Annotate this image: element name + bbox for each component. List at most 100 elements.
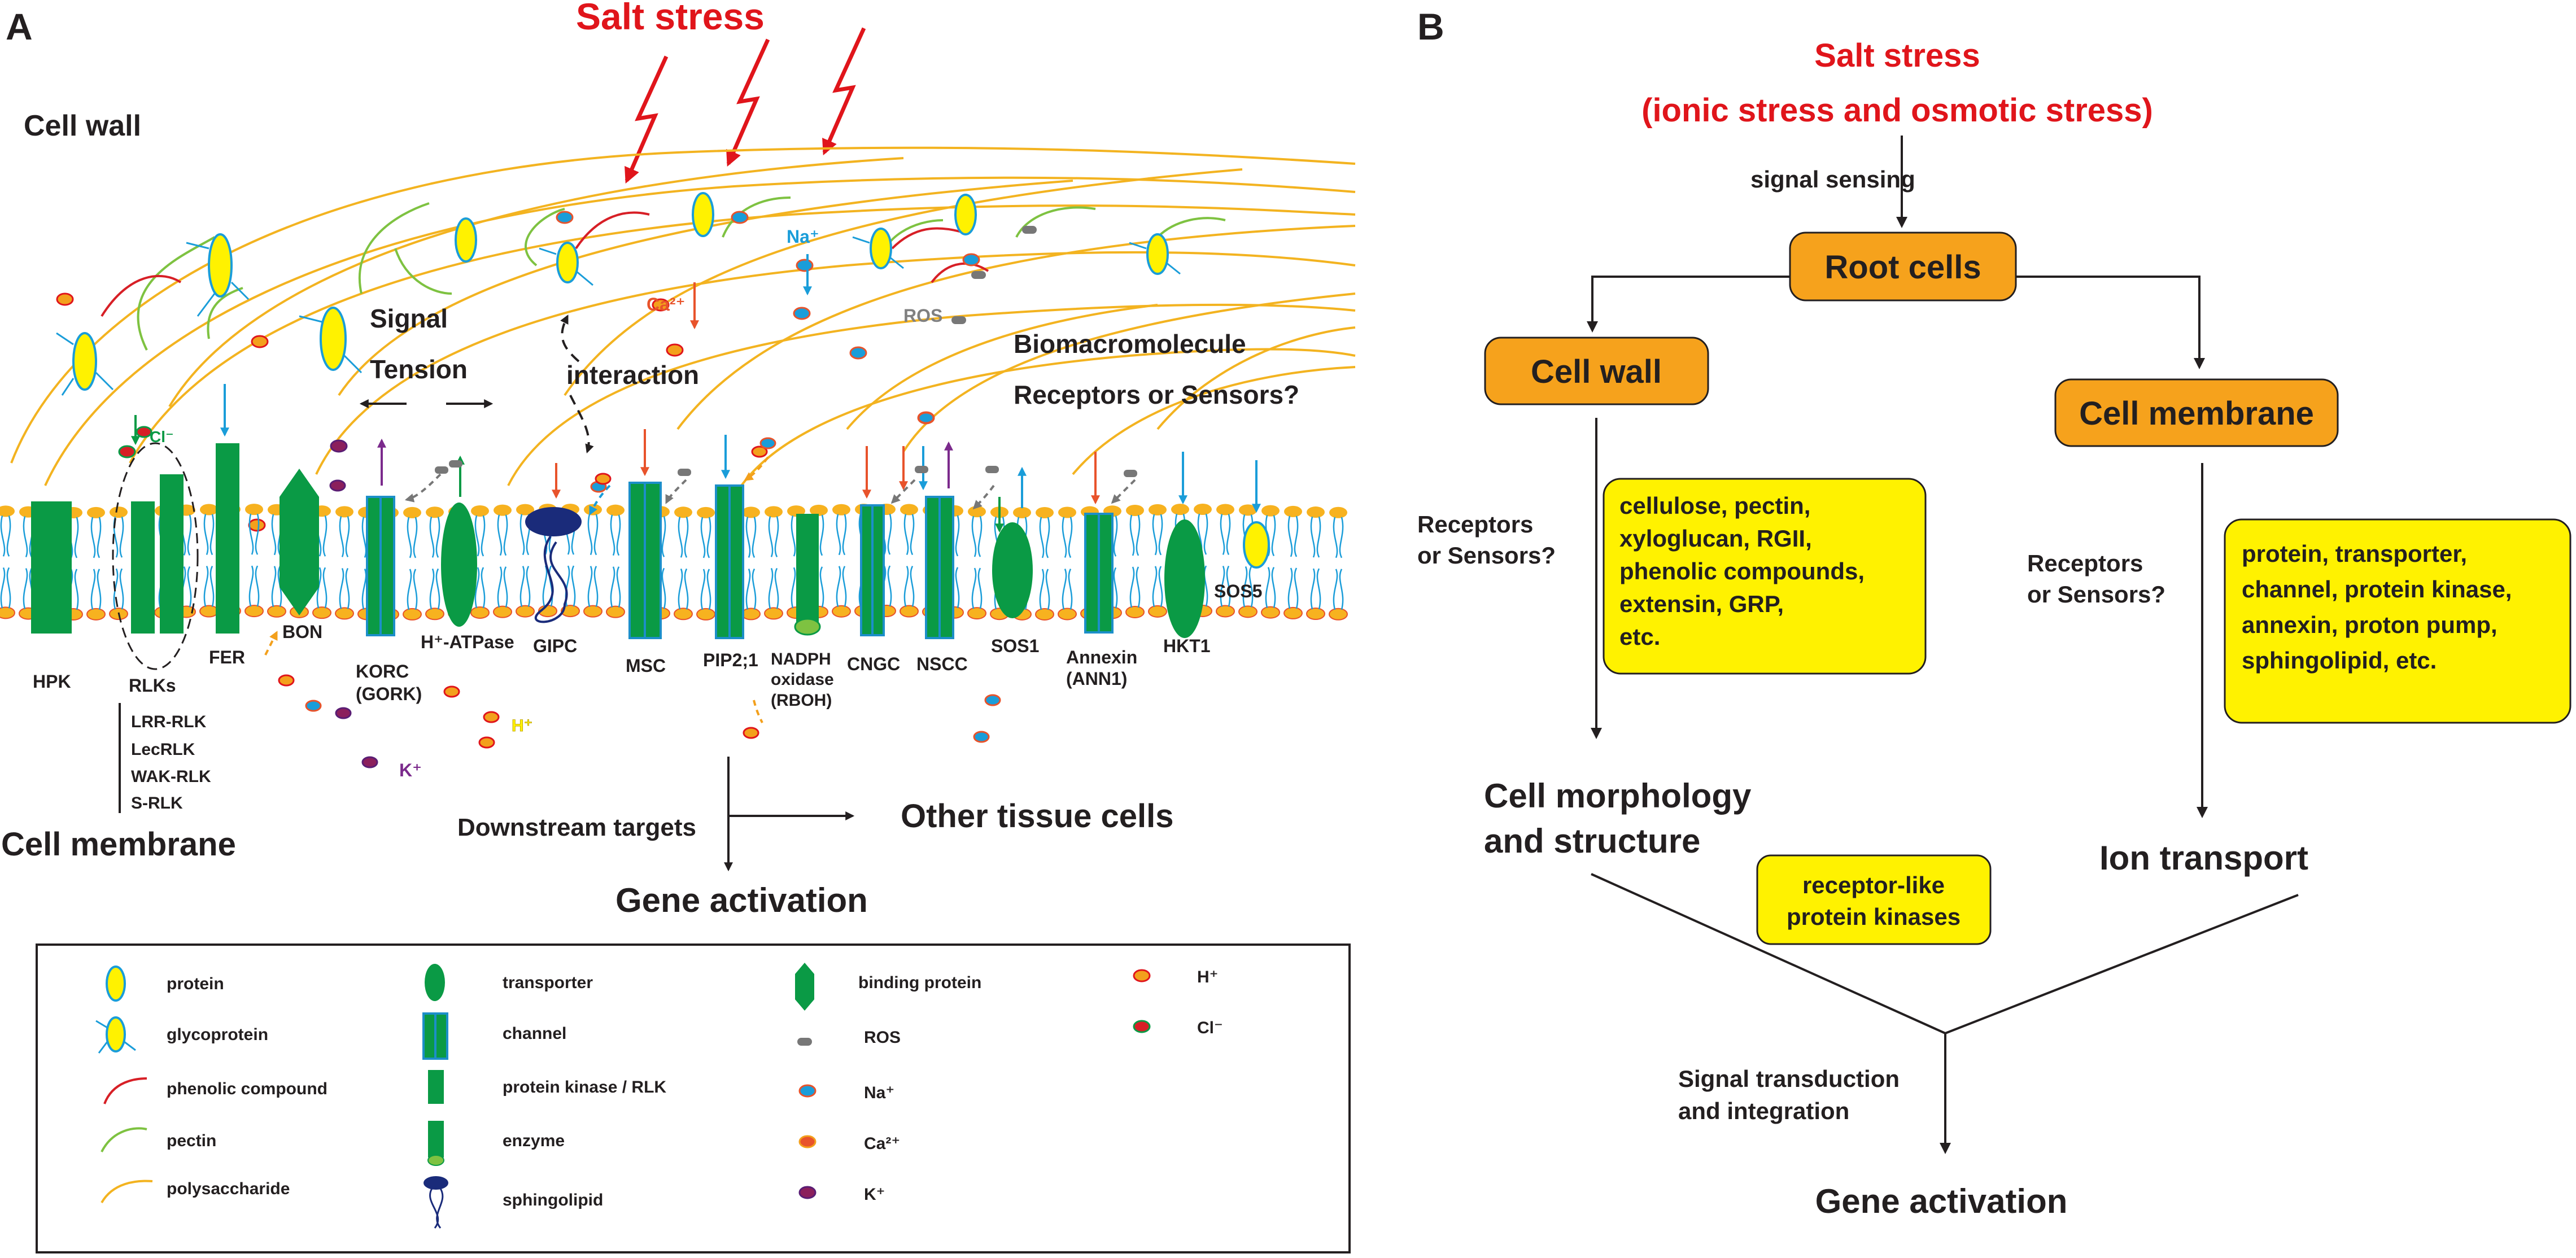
lipid-tail — [1129, 514, 1141, 556]
rlk-types: LRR-RLK LecRLK WAK-RLK S-RLK — [119, 703, 211, 813]
b-rlpk-box — [1756, 854, 1992, 945]
legend-na: Na⁺ — [864, 1084, 894, 1102]
lipid-tail — [745, 568, 757, 610]
label-sos1: SOS1 — [991, 636, 1039, 656]
lipid-tail — [700, 517, 711, 558]
lipid-head — [1329, 608, 1348, 621]
lipid-head — [1329, 506, 1347, 518]
lipid-tail — [971, 567, 983, 609]
label-cngc: CNGC — [847, 654, 900, 674]
interaction-label: interaction — [566, 360, 699, 390]
label-gork: (GORK) — [356, 684, 422, 704]
lipid-tail — [429, 568, 440, 610]
ros-label: ROS — [903, 305, 942, 326]
label-hpk: HPK — [33, 671, 71, 692]
lipid-head — [968, 506, 986, 518]
lipid-head — [832, 504, 850, 516]
b-wall-item-3: phenolic compounds, — [1619, 558, 1865, 584]
lipid-head — [1149, 504, 1167, 516]
lipid-head — [267, 605, 286, 618]
lipid-head — [0, 505, 15, 517]
legend-enzyme: enzyme — [503, 1132, 565, 1150]
lipid-head — [0, 606, 15, 619]
b-receptors-left-1: Receptors — [1417, 511, 1533, 538]
legend-ca: Ca²⁺ — [864, 1134, 900, 1153]
lipid-tail — [610, 514, 621, 556]
lipid-tail — [565, 565, 576, 607]
b-cell-wall-box — [1484, 337, 1709, 405]
lipid-tail — [700, 569, 711, 610]
lipid-head — [244, 605, 264, 618]
b-rlpk-1: receptor-like — [1802, 872, 1945, 898]
wall-proteins — [56, 192, 1181, 396]
lipid-tail — [497, 514, 508, 556]
gene-activation-a: Gene activation — [615, 881, 868, 919]
b-receptors-right-1: Receptors — [2027, 550, 2143, 576]
lipid-tail — [248, 513, 260, 555]
rlk-type-2: LecRLK — [131, 740, 195, 759]
lipid-tail — [474, 567, 486, 609]
lipid-tail — [90, 569, 102, 610]
lipid-head — [1307, 506, 1325, 518]
b-cell-membrane: Cell membrane — [2079, 395, 2314, 432]
b-wall-item-1: cellulose, pectin, — [1619, 492, 1810, 519]
b-rlpk-2: protein kinases — [1787, 903, 1961, 930]
lipid-tail — [407, 517, 418, 558]
lipid-tail — [1333, 569, 1344, 610]
lipid-head — [425, 608, 444, 621]
b-signal-trans-1: Signal transduction — [1678, 1065, 1900, 1092]
lipid-head — [583, 605, 602, 618]
lipid-head — [674, 506, 692, 518]
lipid-tail — [203, 565, 215, 607]
b-gene-activation: Gene activation — [1815, 1182, 2068, 1220]
lipid-tail — [587, 566, 599, 607]
lipid-head — [1306, 608, 1325, 621]
cell-wall-fibres — [10, 146, 1356, 497]
lipid-head — [1058, 608, 1077, 621]
lipid-tail — [678, 517, 689, 558]
lipid-tail — [903, 514, 915, 556]
label-sos5: SOS5 — [1214, 581, 1262, 601]
label-cl: Cl⁻ — [150, 428, 174, 445]
label-nscc: NSCC — [916, 654, 968, 674]
lipid-tail — [971, 516, 983, 557]
b-root-cells: Root cells — [1824, 249, 1981, 286]
na-label: Na⁺ — [787, 226, 819, 247]
lipid-head — [967, 607, 986, 620]
lipid-head — [1148, 605, 1167, 618]
legend-phenolic: phenolic compound — [167, 1080, 328, 1098]
lipid-tail — [429, 516, 440, 558]
panel-b-label: B — [1417, 6, 1444, 47]
lipid-head — [584, 504, 602, 516]
lipid-head — [1239, 504, 1257, 516]
lipid-tail — [1039, 569, 1050, 610]
lipid-tail — [836, 514, 847, 556]
panel-a-label: A — [6, 6, 33, 47]
cell-wall-label: Cell wall — [24, 110, 141, 142]
b-membrane-components-box — [2224, 518, 2571, 724]
membrane-ions — [136, 412, 1137, 768]
lipid-head — [697, 506, 715, 518]
lipid-tail — [203, 514, 215, 556]
other-cells-label: Other tissue cells — [901, 798, 1174, 835]
lipid-tail — [339, 567, 350, 609]
membrane-proteins — [31, 442, 1270, 670]
pectin-and-phenolic — [101, 196, 1226, 351]
lipid-head — [1261, 606, 1280, 619]
legend-protein: protein — [167, 975, 224, 993]
lipid-head — [1035, 608, 1054, 621]
lipid-head — [696, 608, 715, 621]
b-cell-wall: Cell wall — [1531, 353, 1662, 390]
lipid-head — [1238, 605, 1258, 618]
salt-stress-arrows — [625, 27, 866, 184]
lipid-tail — [497, 566, 508, 608]
label-h-atpase: H⁺-ATPase — [421, 632, 514, 652]
lipid-head — [426, 506, 444, 518]
lipid-tail — [1152, 566, 1163, 608]
label-rlks: RLKs — [129, 675, 176, 696]
legend-polysaccharide: polysaccharide — [167, 1180, 290, 1198]
membrane-transport-arrows — [131, 384, 1261, 723]
downstream-label: Downstream targets — [457, 814, 696, 841]
lipid-tail — [90, 517, 102, 558]
label-h: H⁺ — [512, 717, 533, 735]
